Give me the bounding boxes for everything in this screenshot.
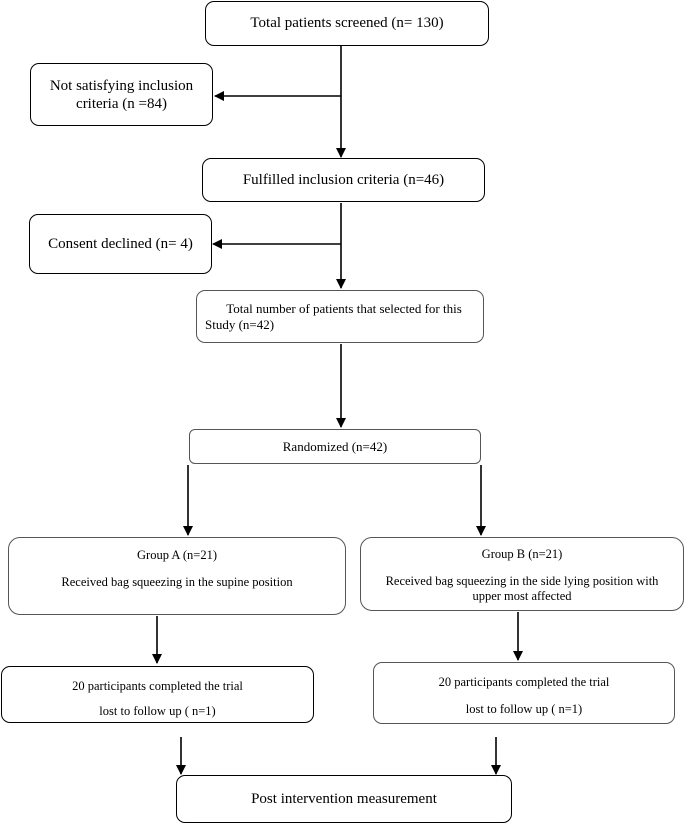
randomized-label: Randomized (n=42) [282,438,388,454]
group-a-title: Group A (n=21) [137,548,217,562]
selected-label-line2: Study (n=42) [205,316,275,332]
post-box: Post intervention measurement [176,775,512,823]
fulfilled-label: Fulfilled inclusion criteria (n=46) [242,171,445,188]
completed-a-line1: 20 participants completed the trial [72,679,243,693]
group-b-desc-line1: Received bag squeezing in the side lying… [385,574,659,588]
declined-box: Consent declined (n= 4) [29,214,212,274]
completed-b-line2: lost to follow up ( n=1) [465,702,583,716]
group-b-box: Group B (n=21) Received bag squeezing in… [360,537,684,611]
excluded-label-line2: criteria (n =84) [76,95,167,112]
completed-b-line1: 20 participants completed the trial [438,675,610,689]
group-a-desc: Received bag squeezing in the supine pos… [61,575,293,589]
screened-label: Total patients screened (n= 130) [250,15,444,31]
screened-box: Total patients screened (n= 130) [205,1,489,46]
post-label: Post intervention measurement [251,790,437,807]
selected-box: Total number of patients that selected f… [196,290,484,343]
randomized-box: Randomized (n=42) [189,429,481,464]
group-b-desc-line2: upper most affected [472,589,572,603]
completed-a-box: 20 participants completed the trial lost… [1,666,314,723]
group-b-title: Group B (n=21) [481,547,563,561]
completed-a-line2: lost to follow up ( n=1) [99,704,216,718]
completed-b-box: 20 participants completed the trial lost… [373,662,675,724]
excluded-label-line1: Not satisfying inclusion [49,77,194,94]
selected-label-line1: Total number of patients that selected f… [226,300,462,316]
group-a-box: Group A (n=21) Received bag squeezing in… [8,537,346,615]
fulfilled-box: Fulfilled inclusion criteria (n=46) [202,158,485,202]
excluded-box: Not satisfying inclusion criteria (n =84… [30,63,213,126]
declined-label: Consent declined (n= 4) [48,235,193,252]
